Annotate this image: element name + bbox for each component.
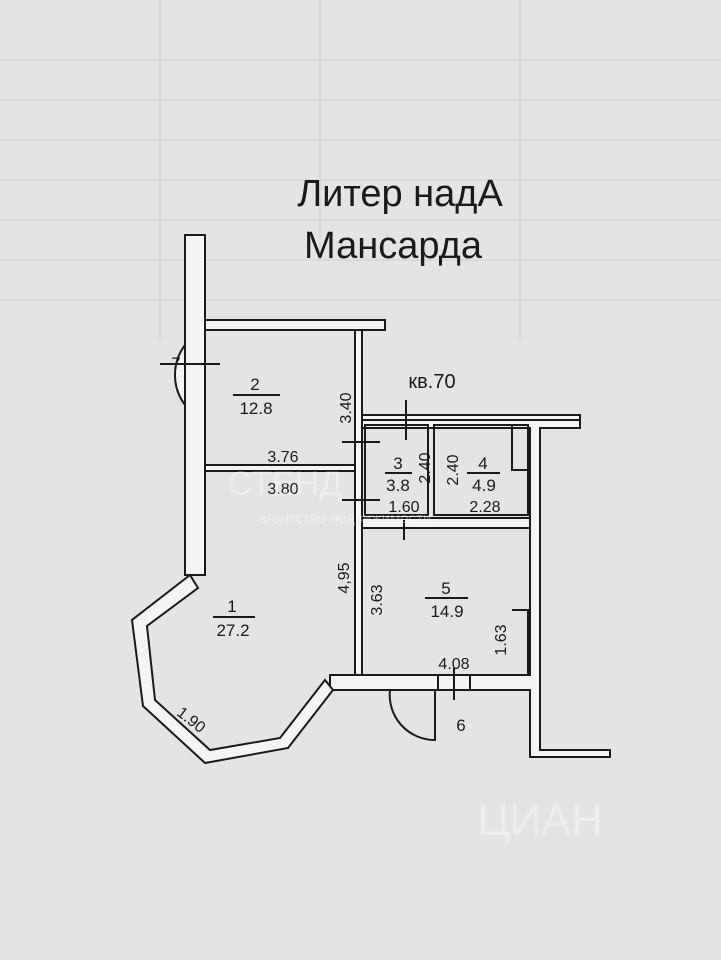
room-2-number: 2 xyxy=(250,375,259,394)
background-table-grid xyxy=(0,0,721,340)
room-1-area: 27.2 xyxy=(216,621,249,640)
room-4-number: 4 xyxy=(478,454,487,473)
dim-1-60: 1.60 xyxy=(388,499,419,516)
room-5-area: 14.9 xyxy=(430,602,463,621)
dim-3-63: 3.63 xyxy=(369,584,386,615)
dim-4-08: 4.08 xyxy=(438,656,469,673)
dim-4-95: 4,95 xyxy=(336,562,353,593)
walls xyxy=(130,234,611,765)
room-1-number: 1 xyxy=(227,597,236,616)
watermark-agency: СТЕНД xyxy=(228,465,342,503)
dim-2-40-b: 2.40 xyxy=(445,454,462,485)
room-3-area: 3.8 xyxy=(386,476,410,495)
dim-1-63: 1.63 xyxy=(493,624,510,655)
plan-title-line1: Литер надА xyxy=(297,173,503,215)
balcony-7 xyxy=(174,341,186,409)
dim-2-28: 2.28 xyxy=(469,499,500,516)
room-6-number: 6 xyxy=(456,716,465,735)
dim-3-40: 3.40 xyxy=(338,392,355,423)
apartment-label: кв.70 xyxy=(408,371,455,393)
room-4-area: 4.9 xyxy=(472,476,496,495)
dim-3-80: 3.80 xyxy=(267,481,298,498)
room-5-number: 5 xyxy=(441,579,450,598)
plan-title-line2: Мансарда xyxy=(304,225,483,267)
room-2-area: 12.8 xyxy=(239,399,272,418)
watermark-site: ЦИАН xyxy=(477,796,602,845)
watermark-agency-sub: агентство недвижимости xyxy=(259,510,432,527)
room-3-number: 3 xyxy=(393,454,402,473)
dim-3-76: 3.76 xyxy=(267,449,298,466)
dim-2-40-a: 2.40 xyxy=(417,452,434,483)
